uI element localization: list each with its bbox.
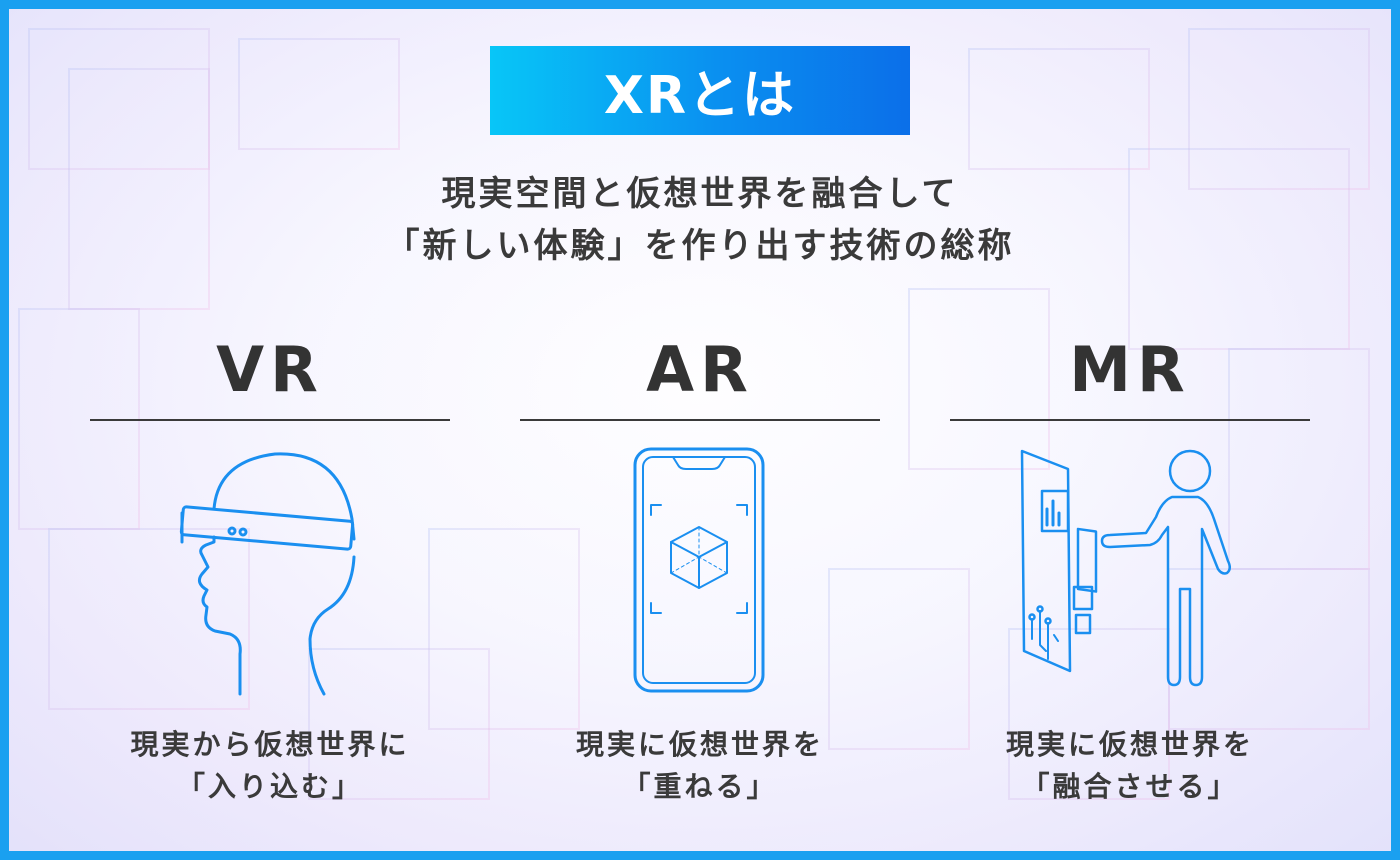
column-description: 現実に仮想世界を 「融合させる」 <box>950 724 1310 808</box>
vr-headset-icon <box>179 452 356 696</box>
subtitle-line-1: 現実空間と仮想世界を融合して <box>441 174 959 214</box>
description-line-2: 「融合させる」 <box>1021 770 1239 803</box>
description-line-1: 現実に仮想世界を <box>575 728 824 761</box>
column-heading: AR <box>646 333 754 406</box>
column-description: 現実から仮想世界に 「入り込む」 <box>90 724 450 808</box>
page-title: XRとは <box>603 66 797 126</box>
divider <box>950 419 1310 421</box>
divider <box>520 419 880 421</box>
column-ar: AR 現実に仮想世界を 「重ねる」 <box>520 329 880 803</box>
title-banner: XRとは <box>490 46 910 135</box>
description-line-2: 「重ねる」 <box>622 770 778 803</box>
ar-smartphone-icon <box>633 447 765 693</box>
column-heading: MR <box>1069 333 1191 406</box>
subtitle-line-2: 「新しい体験」を作り出す技術の総称 <box>385 226 1015 266</box>
column-vr: VR 現実から仮想世界に 「入り込む」 <box>90 329 450 803</box>
mr-hologram-person-icon <box>1020 449 1231 687</box>
column-mr: MR 現実に仮想世界を 「融合させる」 <box>950 329 1310 803</box>
description-line-1: 現実から仮想世界に <box>130 728 410 761</box>
description-line-2: 「入り込む」 <box>176 770 363 803</box>
description-line-1: 現実に仮想世界を <box>1005 728 1254 761</box>
column-description: 現実に仮想世界を 「重ねる」 <box>520 724 880 808</box>
divider <box>90 419 450 421</box>
column-heading: VR <box>216 333 324 406</box>
